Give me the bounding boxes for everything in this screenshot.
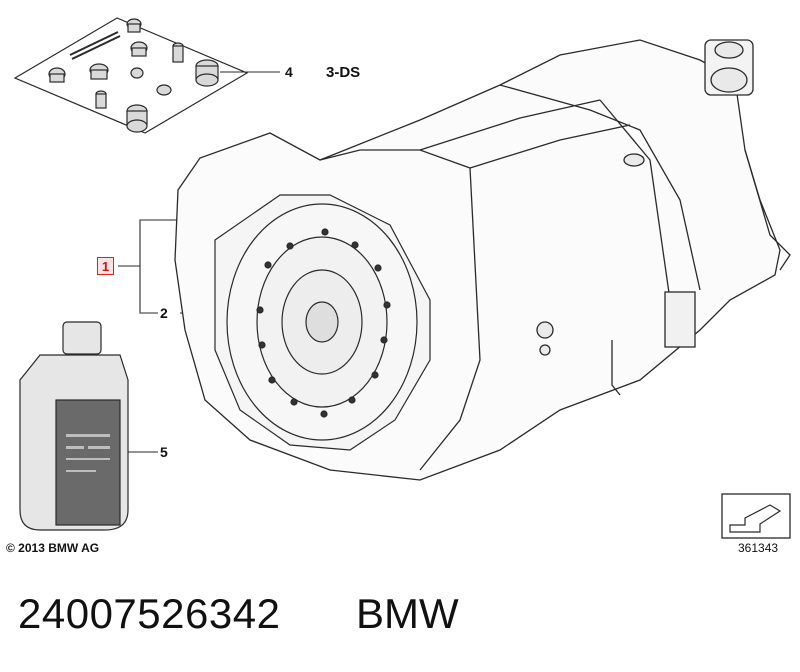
- brand-name: BMW: [356, 590, 459, 637]
- copyright-notice: © 2013 BMW AG: [6, 541, 100, 555]
- callout-1[interactable]: 1: [97, 257, 114, 275]
- arrow-icon: [721, 493, 791, 539]
- torque-converter: [214, 194, 431, 451]
- callout-4[interactable]: 4: [285, 64, 293, 80]
- diagram-number: 361343: [738, 541, 779, 555]
- part-number: 24007526342: [18, 590, 281, 637]
- transmission-oil-bottle: [19, 321, 129, 531]
- callout-2[interactable]: 2: [160, 305, 168, 321]
- parts-kit-tray: [13, 17, 249, 134]
- variant-label: 3-DS: [326, 64, 361, 81]
- callout-5[interactable]: 5: [160, 444, 168, 460]
